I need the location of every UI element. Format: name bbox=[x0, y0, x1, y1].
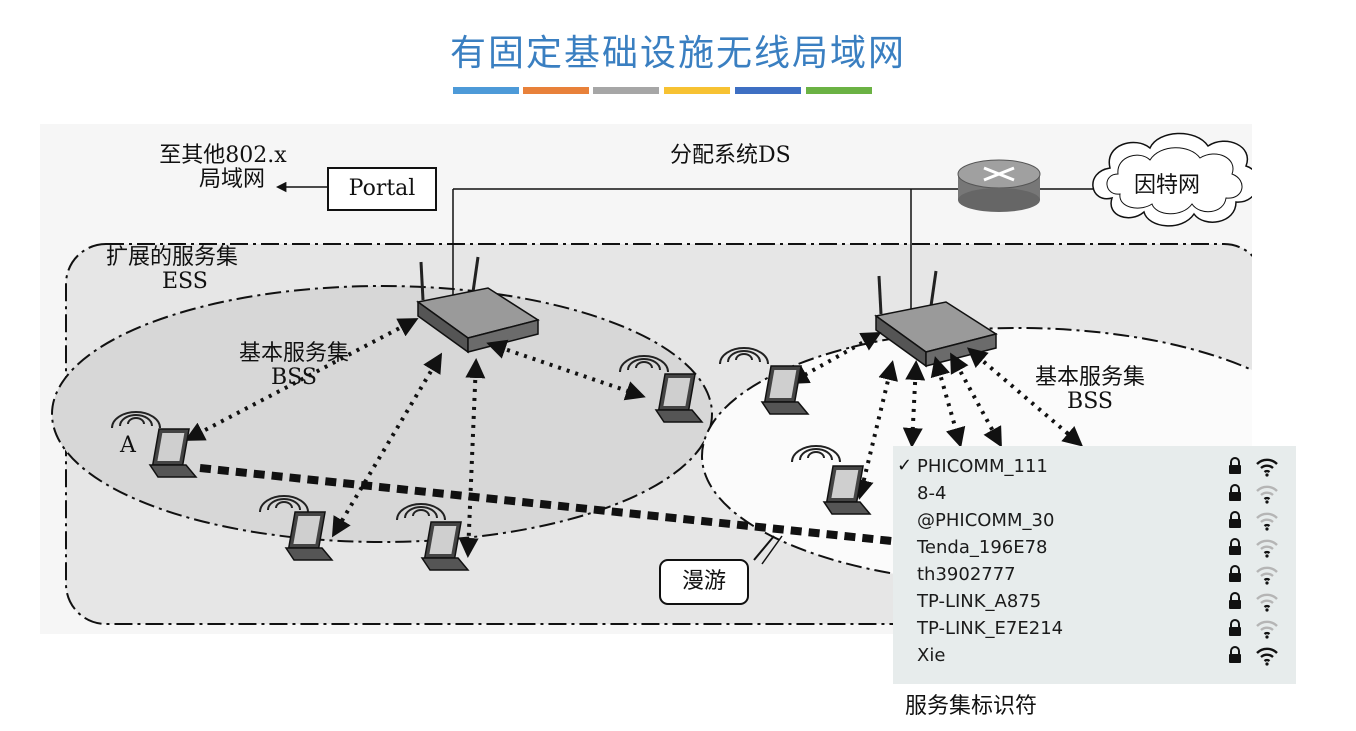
wifi-network-name: th3902777 bbox=[917, 564, 1016, 585]
wifi-signal-icon bbox=[1256, 566, 1278, 585]
accent-bar bbox=[523, 87, 589, 94]
lock-icon bbox=[1229, 484, 1241, 501]
wifi-network-name: 8-4 bbox=[917, 483, 947, 504]
wifi-signal-icon bbox=[1256, 458, 1278, 477]
wifi-network-name: PHICOMM_111 bbox=[917, 456, 1048, 477]
wifi-network-name: Xie bbox=[917, 645, 946, 666]
wifi-network-name: @PHICOMM_30 bbox=[917, 510, 1055, 531]
bss-left-line2: BSS bbox=[271, 365, 317, 390]
wifi-network-list: ✓ PHICOMM_111 8-4 @PHICOMM_30 Tenda_196E… bbox=[893, 446, 1296, 684]
bss-right-label: 基本服务集 BSS bbox=[1024, 366, 1156, 414]
to-other-lan-label: 至其他802.x 局域网 bbox=[138, 144, 308, 192]
wifi-network-row[interactable]: Tenda_196E78 bbox=[893, 535, 1296, 562]
wifi-network-row[interactable]: th3902777 bbox=[893, 562, 1296, 589]
lock-icon bbox=[1229, 511, 1241, 528]
wifi-network-row[interactable]: ✓ PHICOMM_111 bbox=[893, 454, 1296, 481]
wifi-signal-icon bbox=[1256, 647, 1278, 666]
bss-right-line1: 基本服务集 bbox=[1034, 365, 1145, 390]
wifi-signal-icon bbox=[1256, 593, 1278, 612]
bss-left-label: 基本服务集 BSS bbox=[228, 342, 360, 390]
accent-bar bbox=[664, 87, 730, 94]
wifi-network-row[interactable]: Xie bbox=[893, 643, 1296, 670]
lock-icon bbox=[1229, 565, 1241, 582]
lock-icon bbox=[1229, 619, 1241, 636]
bss-left-line1: 基本服务集 bbox=[238, 341, 349, 366]
wifi-network-name: Tenda_196E78 bbox=[917, 537, 1048, 558]
to-other-lan-line2: 局域网 bbox=[198, 167, 265, 192]
to-other-lan-line1: 至其他802.x bbox=[159, 143, 287, 168]
ess-line2: ESS bbox=[162, 269, 208, 294]
ess-label: 扩展的服务集 ESS bbox=[106, 246, 238, 294]
accent-bar bbox=[806, 87, 872, 94]
lock-icon bbox=[1229, 646, 1241, 663]
accent-bar bbox=[735, 87, 801, 94]
lock-icon bbox=[1229, 457, 1241, 474]
wifi-signal-icon bbox=[1256, 620, 1278, 639]
wifi-signal-icon bbox=[1256, 512, 1278, 531]
wifi-network-row[interactable]: 8-4 bbox=[893, 481, 1296, 508]
wifi-network-name: TP-LINK_A875 bbox=[917, 591, 1042, 612]
portal-label: Portal bbox=[348, 176, 416, 201]
internet-label: 因特网 bbox=[1134, 173, 1201, 198]
page-title: 有固定基础设施无线局域网 bbox=[449, 33, 906, 74]
ess-line1: 扩展的服务集 bbox=[106, 245, 239, 270]
bss-right-line2: BSS bbox=[1067, 389, 1113, 414]
accent-bar bbox=[593, 87, 659, 94]
ssid-caption: 服务集标识符 bbox=[905, 694, 1038, 719]
wifi-signal-icon bbox=[1256, 485, 1278, 504]
wifi-network-row[interactable]: @PHICOMM_30 bbox=[893, 508, 1296, 535]
roaming-label: 漫游 bbox=[681, 569, 726, 594]
wifi-network-row[interactable]: TP-LINK_E7E214 bbox=[893, 616, 1296, 643]
cloud-icon bbox=[1092, 132, 1252, 227]
wifi-signal-icon bbox=[1256, 539, 1278, 558]
station-a-label: A bbox=[120, 433, 136, 458]
router-icon bbox=[957, 159, 1041, 212]
wifi-network-name: TP-LINK_E7E214 bbox=[917, 618, 1064, 639]
ds-label: 分配系统DS bbox=[670, 143, 791, 168]
lock-icon bbox=[1229, 592, 1241, 609]
accent-bar bbox=[453, 87, 519, 94]
lock-icon bbox=[1229, 538, 1241, 555]
checkmark-icon: ✓ bbox=[897, 455, 913, 476]
wifi-network-row[interactable]: TP-LINK_A875 bbox=[893, 589, 1296, 616]
